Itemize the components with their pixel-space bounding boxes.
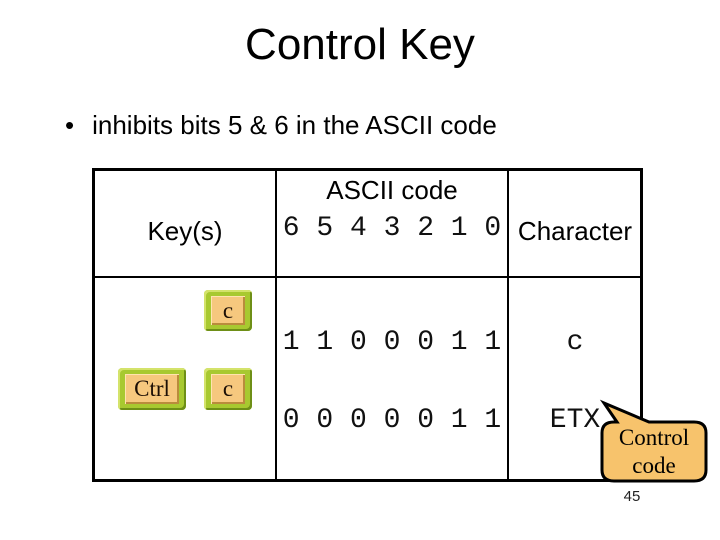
table-header-ascii-code: ASCII code	[326, 175, 458, 205]
table-column-divider-1	[275, 168, 277, 482]
bullet-icon: •	[65, 110, 75, 140]
page-title: Control Key	[245, 20, 475, 69]
callout-line1: Control	[619, 425, 689, 450]
control-code-callout: Control code	[599, 399, 708, 483]
bullet-item: • inhibits bits 5 & 6 in the ASCII code	[65, 108, 665, 142]
speech-bubble-icon	[599, 399, 708, 483]
page-number: 45	[623, 488, 641, 505]
ascii-bits-row1: 1 1 0 0 0 1 1	[282, 327, 502, 358]
keycap-c-row2: c	[204, 368, 252, 410]
table-header-character: Character	[517, 216, 633, 246]
bullet-text: inhibits bits 5 & 6 in the ASCII code	[92, 110, 497, 140]
character-value-row2: ETX	[549, 405, 601, 436]
keycap-ctrl: Ctrl	[118, 368, 186, 410]
keycap-ctrl-label: Ctrl	[125, 374, 179, 404]
character-value-row1: c	[566, 327, 584, 358]
keycap-c-row1: c	[204, 290, 252, 331]
table-header-bit-positions: 6 5 4 3 2 1 0	[282, 213, 502, 244]
ascii-table-frame	[92, 168, 643, 482]
table-header-keys: Key(s)	[147, 216, 223, 246]
keycap-c-row1-label: c	[211, 296, 245, 325]
callout-line2: code	[632, 453, 675, 478]
table-header-divider	[92, 276, 643, 278]
ascii-bits-row2: 0 0 0 0 0 1 1	[282, 405, 502, 436]
keycap-c-row2-label: c	[211, 374, 245, 404]
table-column-divider-2	[507, 168, 509, 482]
